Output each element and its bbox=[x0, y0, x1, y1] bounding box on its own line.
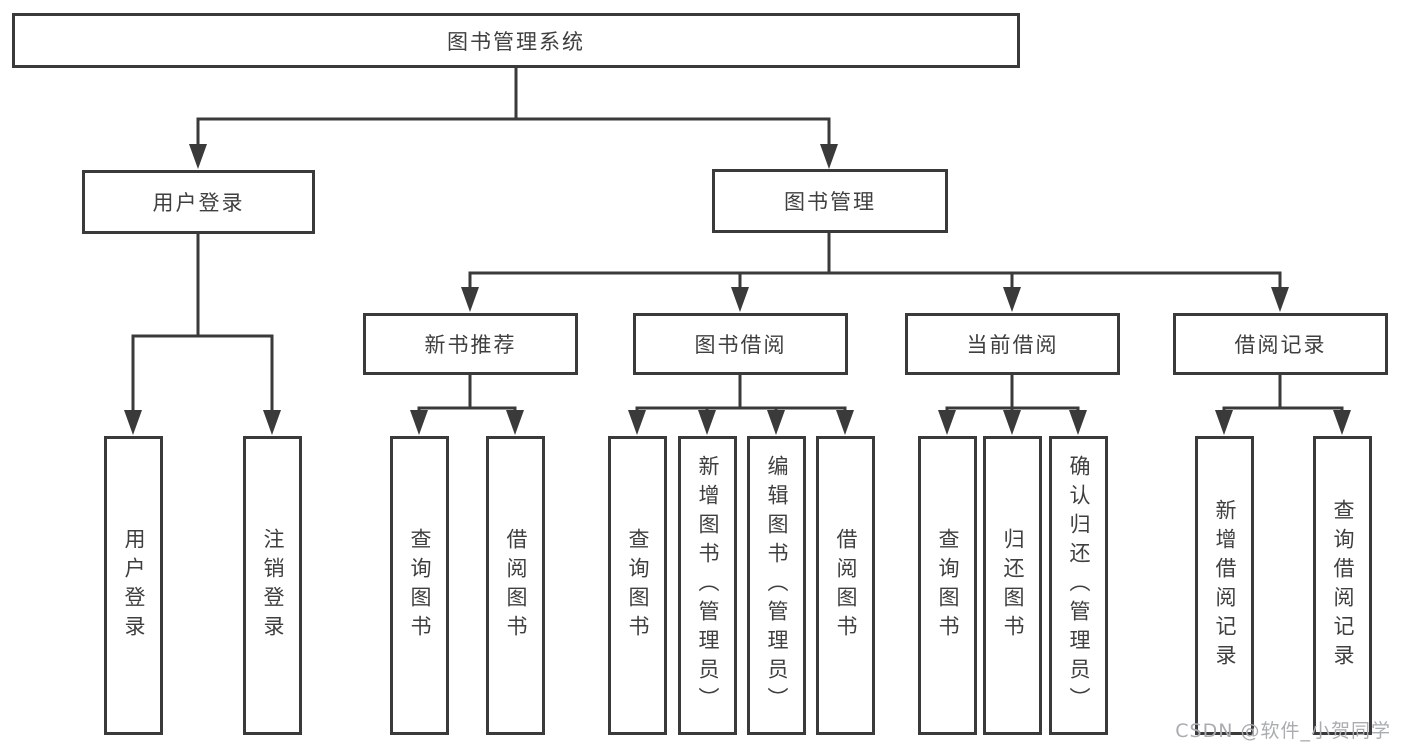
leaf-confirm-return-admin: 确认归还（管理员） bbox=[1049, 436, 1108, 735]
node-label: 图书借阅 bbox=[694, 333, 787, 357]
arrowhead-leaf-logout bbox=[263, 410, 281, 435]
arrowhead-query-borrow-record bbox=[1333, 410, 1351, 435]
arrowhead-add-borrow-record bbox=[1215, 410, 1233, 435]
leaf-query-books-current: 查询图书 bbox=[918, 436, 977, 735]
node-label: 注销登录 bbox=[261, 527, 285, 644]
node-label: 用户登录 bbox=[152, 191, 245, 215]
node-label: 确认归还（管理员） bbox=[1067, 455, 1091, 716]
node-new-book-recommend: 新书推荐 bbox=[363, 313, 578, 375]
leaf-query-borrow-record: 查询借阅记录 bbox=[1313, 436, 1372, 735]
node-label: 借阅图书 bbox=[834, 527, 858, 644]
connector-user-login-children bbox=[131, 232, 274, 412]
watermark: CSDN @软件_小贺同学 bbox=[1175, 720, 1391, 742]
arrowhead-query-books-b bbox=[410, 410, 428, 435]
leaf-query-books-recommend: 查询图书 bbox=[390, 436, 449, 735]
connector-book-borrowing-children bbox=[635, 373, 847, 412]
node-label: 新书推荐 bbox=[424, 333, 517, 357]
node-label: 查询图书 bbox=[626, 527, 650, 644]
node-label: 编辑图书（管理员） bbox=[765, 455, 789, 716]
node-book-borrowing: 图书借阅 bbox=[633, 313, 848, 375]
leaf-query-books-borrowing: 查询图书 bbox=[608, 436, 667, 735]
connector-book-management-children bbox=[468, 231, 1282, 289]
leaf-borrow-books-recommend: 借阅图书 bbox=[486, 436, 545, 735]
node-current-borrowing: 当前借阅 bbox=[905, 313, 1120, 375]
node-library-management-system: 图书管理系统 bbox=[12, 13, 1020, 68]
arrowhead-leaf-user-login bbox=[124, 410, 142, 435]
arrowhead-confirm-return-d bbox=[1069, 410, 1087, 435]
arrowhead-add-books-c bbox=[698, 410, 716, 435]
node-book-management: 图书管理 bbox=[712, 169, 948, 233]
node-label: 当前借阅 bbox=[966, 333, 1059, 357]
arrowhead-user-login bbox=[189, 144, 207, 169]
leaf-edit-books-admin: 编辑图书（管理员） bbox=[747, 436, 806, 735]
arrowhead-current-borrowing bbox=[1003, 287, 1021, 312]
leaf-user-login: 用户登录 bbox=[104, 436, 163, 735]
leaf-add-books-admin: 新增图书（管理员） bbox=[678, 436, 737, 735]
arrowhead-book-management bbox=[820, 144, 838, 169]
node-label: 新增借阅记录 bbox=[1213, 498, 1237, 673]
arrowhead-borrowing-records bbox=[1271, 287, 1289, 312]
arrowhead-return-books-d bbox=[1003, 410, 1021, 435]
leaf-logout: 注销登录 bbox=[243, 436, 302, 735]
node-label: 借阅图书 bbox=[504, 527, 528, 644]
connector-borrowing-records-children bbox=[1222, 373, 1344, 412]
leaf-return-books: 归还图书 bbox=[983, 436, 1042, 735]
arrowhead-new-book-recommend bbox=[461, 287, 479, 312]
leaf-add-borrow-record: 新增借阅记录 bbox=[1195, 436, 1254, 735]
node-label: 图书管理 bbox=[784, 190, 876, 214]
node-label: 新增图书（管理员） bbox=[696, 455, 720, 716]
node-label: 查询图书 bbox=[408, 527, 432, 644]
arrowhead-query-books-c bbox=[628, 410, 646, 435]
node-label: 归还图书 bbox=[1001, 527, 1025, 644]
connector-current-borrowing-children bbox=[945, 373, 1080, 412]
connector-new-book-recommend-children bbox=[417, 373, 517, 412]
node-label: 图书管理系统 bbox=[447, 29, 585, 54]
node-label: 查询借阅记录 bbox=[1331, 498, 1355, 673]
arrowhead-query-books-d bbox=[938, 410, 956, 435]
node-user-login: 用户登录 bbox=[82, 170, 315, 234]
arrowhead-edit-books-c bbox=[767, 410, 785, 435]
arrowhead-borrow-books-c bbox=[836, 410, 854, 435]
arrowhead-book-borrowing bbox=[731, 287, 749, 312]
node-label: 借阅记录 bbox=[1234, 333, 1327, 357]
arrowhead-borrow-books-b bbox=[506, 410, 524, 435]
connector-root-to-level2 bbox=[196, 66, 831, 146]
node-borrowing-records: 借阅记录 bbox=[1173, 313, 1388, 375]
node-label: 用户登录 bbox=[122, 527, 146, 644]
leaf-borrow-books-borrowing: 借阅图书 bbox=[816, 436, 875, 735]
node-label: 查询图书 bbox=[936, 527, 960, 644]
